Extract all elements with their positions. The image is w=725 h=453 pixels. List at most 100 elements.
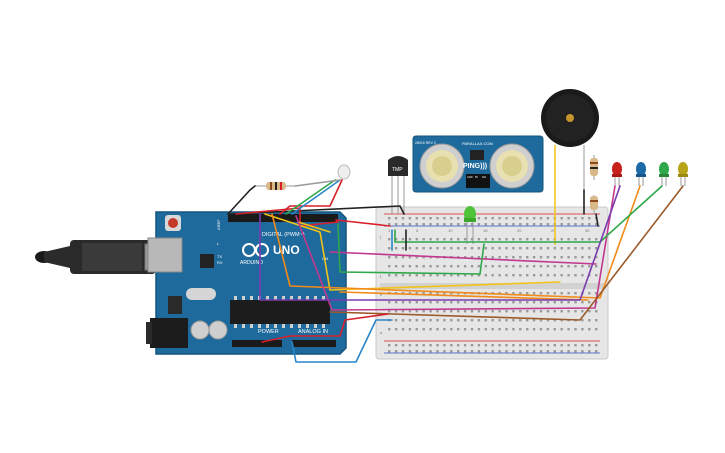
breadboard-hole[interactable] [436, 238, 439, 241]
breadboard-hole[interactable] [422, 274, 425, 277]
breadboard-hole[interactable] [394, 217, 398, 220]
breadboard-hole[interactable] [470, 247, 474, 250]
breadboard-hole[interactable] [581, 310, 584, 313]
breadboard-hole[interactable] [408, 256, 412, 259]
breadboard-hole[interactable] [388, 350, 391, 353]
breadboard-hole[interactable] [532, 247, 536, 250]
breadboard-hole[interactable] [595, 238, 598, 241]
breadboard-hole[interactable] [450, 274, 453, 277]
breadboard-hole[interactable] [401, 328, 405, 331]
breadboard-hole[interactable] [560, 265, 563, 268]
breadboard-hole[interactable] [429, 247, 432, 250]
breadboard-hole[interactable] [505, 274, 508, 277]
breadboard-hole[interactable] [595, 274, 598, 277]
breadboard-hole[interactable] [491, 265, 494, 268]
breadboard-hole[interactable] [436, 310, 439, 313]
breadboard-hole[interactable] [477, 238, 481, 241]
breadboard-hole[interactable] [553, 292, 556, 295]
breadboard-hole[interactable] [574, 247, 577, 250]
breadboard-hole[interactable] [463, 223, 467, 226]
breadboard-hole[interactable] [519, 328, 522, 331]
breadboard-hole[interactable] [408, 265, 412, 268]
breadboard-hole[interactable] [463, 265, 467, 268]
breadboard-hole[interactable] [553, 301, 556, 304]
breadboard-hole[interactable] [574, 238, 577, 241]
breadboard-hole[interactable] [415, 319, 418, 322]
wire-gray-1[interactable] [294, 179, 341, 187]
breadboard-hole[interactable] [567, 265, 570, 268]
breadboard-hole[interactable] [546, 350, 550, 353]
breadboard-hole[interactable] [429, 223, 432, 226]
breadboard-hole[interactable] [588, 238, 591, 241]
breadboard-hole[interactable] [477, 217, 481, 220]
breadboard-hole[interactable] [491, 274, 494, 277]
breadboard-hole[interactable] [512, 265, 515, 268]
breadboard-hole[interactable] [595, 310, 598, 313]
breadboard-hole[interactable] [560, 344, 563, 347]
breadboard-hole[interactable] [477, 256, 481, 259]
breadboard-hole[interactable] [546, 328, 550, 331]
breadboard-hole[interactable] [470, 256, 474, 259]
breadboard-hole[interactable] [581, 217, 584, 220]
breadboard-hole[interactable] [422, 292, 425, 295]
breadboard-hole[interactable] [498, 350, 501, 353]
breadboard-hole[interactable] [388, 238, 391, 241]
breadboard-hole[interactable] [526, 265, 529, 268]
breadboard-hole[interactable] [567, 223, 570, 226]
breadboard-hole[interactable] [484, 274, 487, 277]
breadboard-hole[interactable] [394, 238, 398, 241]
breadboard-hole[interactable] [498, 301, 501, 304]
breadboard-hole[interactable] [401, 301, 405, 304]
wire-brown-1[interactable] [329, 185, 684, 321]
breadboard-hole[interactable] [532, 292, 536, 295]
breadboard-hole[interactable] [450, 217, 453, 220]
breadboard-hole[interactable] [539, 238, 543, 241]
wire-blue-2[interactable] [291, 319, 393, 363]
breadboard-hole[interactable] [463, 310, 467, 313]
ping-ultrasonic-sensor[interactable]: PARALLAX.COM 28015 REV C PING))) GND 5V … [412, 135, 544, 193]
breadboard-hole[interactable] [519, 292, 522, 295]
breadboard-hole[interactable] [394, 247, 398, 250]
breadboard-hole[interactable] [560, 274, 563, 277]
breadboard-hole[interactable] [470, 223, 474, 226]
breadboard-hole[interactable] [394, 344, 398, 347]
breadboard-hole[interactable] [394, 256, 398, 259]
breadboard-hole[interactable] [436, 319, 439, 322]
breadboard-hole[interactable] [526, 217, 529, 220]
breadboard-hole[interactable] [477, 310, 481, 313]
breadboard-hole[interactable] [581, 247, 584, 250]
breadboard-hole[interactable] [401, 238, 405, 241]
breadboard-hole[interactable] [388, 256, 391, 259]
wire-black-1[interactable] [227, 185, 256, 215]
breadboard-hole[interactable] [463, 247, 467, 250]
breadboard-hole[interactable] [595, 319, 598, 322]
breadboard[interactable]: j f e a 1 5 10 15 20 25 30 [375, 206, 609, 360]
breadboard-hole[interactable] [484, 265, 487, 268]
breadboard-hole[interactable] [401, 292, 405, 295]
breadboard-hole[interactable] [526, 310, 529, 313]
breadboard-hole[interactable] [546, 310, 550, 313]
breadboard-hole[interactable] [401, 350, 405, 353]
breadboard-hole[interactable] [394, 310, 398, 313]
led-red[interactable] [612, 162, 622, 186]
breadboard-hole[interactable] [443, 247, 446, 250]
temperature-sensor[interactable]: TMP [388, 156, 408, 214]
breadboard-hole[interactable] [574, 344, 577, 347]
breadboard-hole[interactable] [567, 292, 570, 295]
breadboard-hole[interactable] [539, 223, 543, 226]
breadboard-hole[interactable] [436, 247, 439, 250]
breadboard-hole[interactable] [498, 217, 501, 220]
breadboard-hole[interactable] [401, 310, 405, 313]
breadboard-hole[interactable] [546, 319, 550, 322]
wire-red-1[interactable] [235, 207, 391, 227]
breadboard-hole[interactable] [491, 301, 494, 304]
breadboard-hole[interactable] [505, 350, 508, 353]
breadboard-hole[interactable] [519, 344, 522, 347]
breadboard-hole[interactable] [443, 238, 446, 241]
breadboard-hole[interactable] [491, 350, 494, 353]
breadboard-hole[interactable] [470, 328, 474, 331]
breadboard-hole[interactable] [546, 274, 550, 277]
breadboard-hole[interactable] [429, 274, 432, 277]
breadboard-hole[interactable] [512, 292, 515, 295]
breadboard-hole[interactable] [463, 328, 467, 331]
